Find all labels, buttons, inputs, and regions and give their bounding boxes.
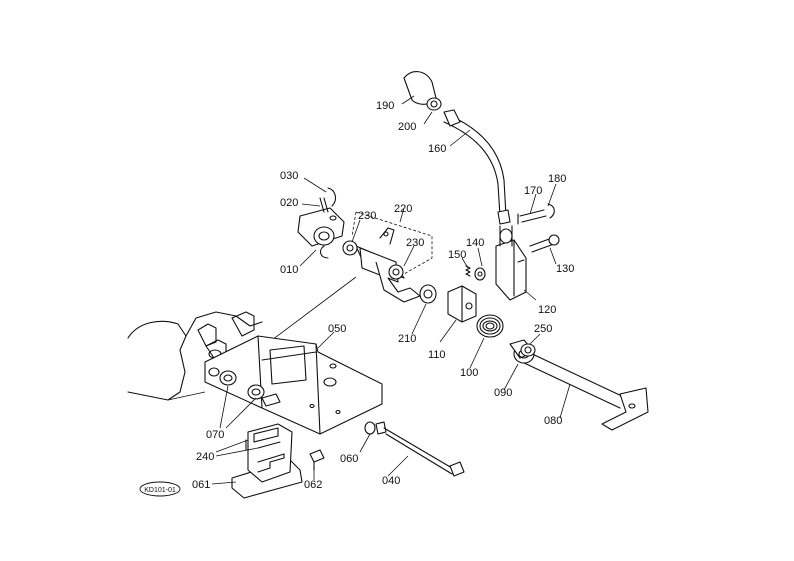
pivot-010 <box>297 187 345 259</box>
label-210: 210 <box>398 333 416 345</box>
label-030: 030 <box>280 170 298 182</box>
pin-130 <box>529 234 560 253</box>
label-230-upper: 230 <box>358 210 376 222</box>
bolt-062 <box>309 449 325 471</box>
shaft-080 <box>521 351 649 431</box>
label-250: 250 <box>534 323 552 335</box>
washer-140 <box>474 267 486 281</box>
knob-190 <box>403 71 442 111</box>
label-200: 200 <box>398 121 416 133</box>
label-180: 180 <box>548 173 566 185</box>
bushings-070 <box>219 370 281 407</box>
label-130: 130 <box>556 263 574 275</box>
label-061: 061 <box>192 479 210 491</box>
label-190: 190 <box>376 100 394 112</box>
bushing-250 <box>520 343 536 357</box>
lever-160 <box>443 109 511 225</box>
label-050: 050 <box>328 323 346 335</box>
label-020: 020 <box>280 197 298 209</box>
label-240: 240 <box>196 451 214 463</box>
collar-210 <box>419 284 437 304</box>
bolt-040 <box>364 421 465 477</box>
label-080: 080 <box>544 415 562 427</box>
label-220: 220 <box>394 203 412 215</box>
spring-100 <box>476 314 504 338</box>
label-150: 150 <box>448 249 466 261</box>
label-170: 170 <box>524 185 542 197</box>
label-140: 140 <box>466 237 484 249</box>
label-090: 090 <box>494 387 512 399</box>
label-110: 110 <box>428 349 446 361</box>
leader-lines <box>211 95 571 485</box>
label-160: 160 <box>428 143 446 155</box>
block-110 <box>447 285 477 323</box>
label-062: 062 <box>304 479 322 491</box>
reference-code: KD101-01 <box>144 487 176 494</box>
label-010: 010 <box>280 264 298 276</box>
pin-170 <box>517 203 555 225</box>
label-100: 100 <box>460 367 478 379</box>
label-120: 120 <box>538 304 556 316</box>
bracket-120 <box>495 225 527 301</box>
spring-150 <box>465 265 471 277</box>
label-070: 070 <box>206 429 224 441</box>
label-060: 060 <box>340 453 358 465</box>
main-bracket-050 <box>204 335 383 435</box>
label-040: 040 <box>382 475 400 487</box>
part-labels: 190 200 160 170 180 030 020 220 230 230 … <box>192 100 574 491</box>
plate-061 <box>231 423 303 499</box>
reference-code-badge: KD101-01 <box>139 481 181 497</box>
arm-assembly-220 <box>342 211 433 303</box>
label-230-lower: 230 <box>406 237 424 249</box>
